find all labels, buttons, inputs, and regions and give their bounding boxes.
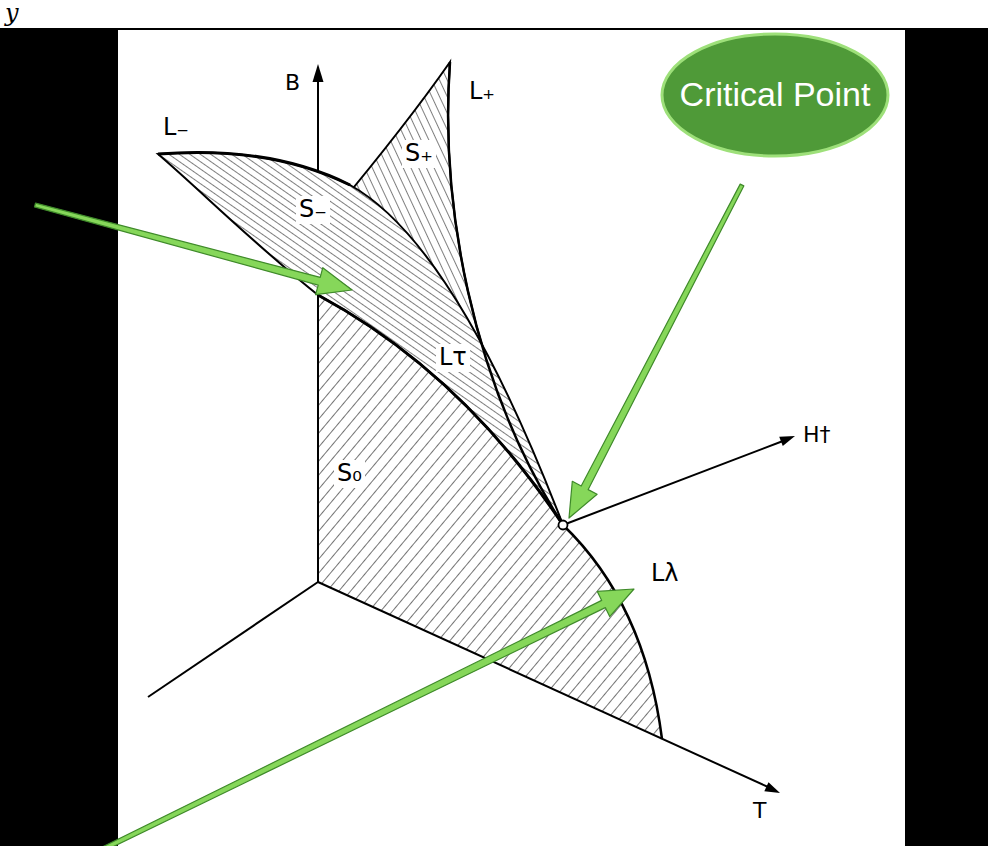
axis-arrowhead bbox=[313, 64, 324, 82]
axis-label: T bbox=[750, 798, 769, 823]
axis-label: S₀ bbox=[334, 460, 365, 488]
b-axis bbox=[317, 80, 319, 582]
third-axis bbox=[148, 582, 318, 697]
line-l-lambda bbox=[563, 525, 662, 739]
surface-edge bbox=[317, 295, 319, 582]
pointer-arrow bbox=[39, 589, 634, 846]
figure-ground bbox=[118, 30, 905, 846]
axis-label: L₋ bbox=[160, 114, 192, 142]
surface-back bbox=[158, 152, 563, 525]
surface-s-minus bbox=[158, 152, 563, 525]
h-axis bbox=[563, 441, 783, 525]
ellipse-shape bbox=[662, 34, 888, 156]
axis-label: B bbox=[282, 70, 303, 95]
line-l-plus bbox=[448, 62, 563, 525]
axis-label: H† bbox=[800, 422, 834, 447]
axis-label: y bbox=[2, 0, 22, 28]
axis-label: Lτ bbox=[436, 344, 470, 372]
pointer-arrow bbox=[569, 184, 744, 518]
critical-point-marker bbox=[559, 521, 568, 530]
dark-ground bbox=[0, 28, 988, 846]
axis-label: L₊ bbox=[466, 78, 498, 106]
callout-ellipse: Critical Point bbox=[660, 32, 890, 158]
line-l-tau bbox=[318, 295, 563, 525]
callout-text: Critical Point bbox=[680, 75, 871, 114]
axis-label: S₊ bbox=[402, 140, 436, 168]
line-l-minus bbox=[158, 152, 350, 185]
axis-label: S₋ bbox=[296, 196, 330, 224]
axis-arrowhead bbox=[779, 436, 795, 446]
axis-arrowhead bbox=[764, 782, 780, 793]
axis-label: Lλ bbox=[648, 560, 682, 588]
